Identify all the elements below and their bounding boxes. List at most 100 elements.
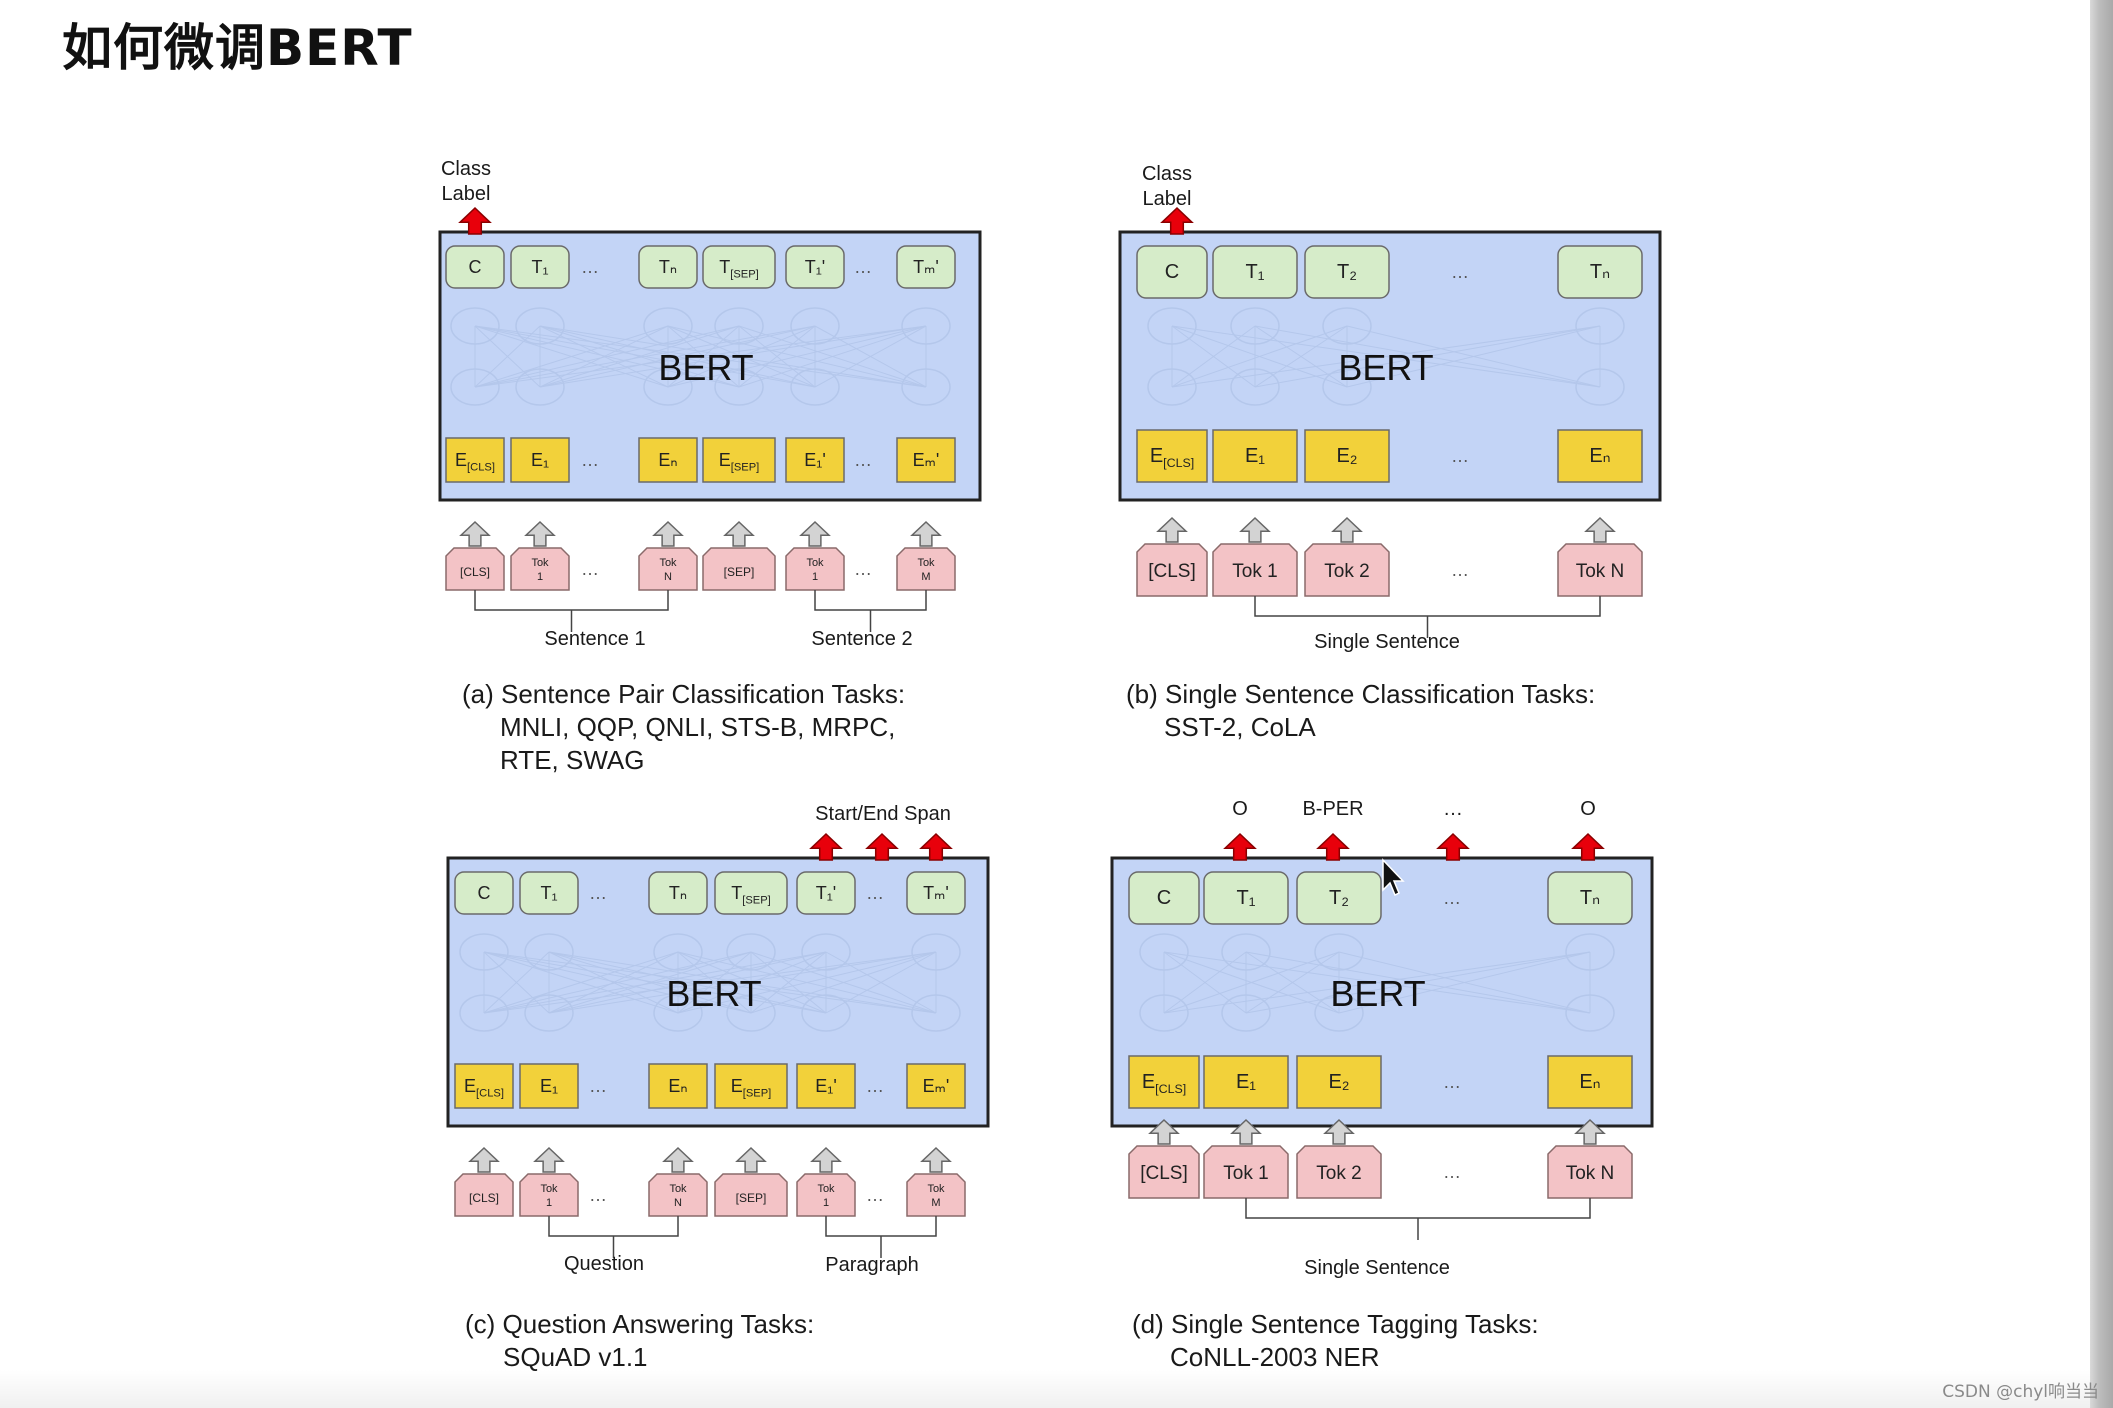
mouse-cursor-icon [1382, 858, 1405, 897]
attention-line [474, 325, 669, 388]
attention-line [539, 325, 669, 388]
bert-label: BERT [1330, 973, 1425, 1014]
attention-line [1163, 951, 1247, 1014]
tag-label: B-PER [1302, 798, 1363, 820]
embedding-token [785, 437, 845, 483]
output-token [1136, 245, 1208, 299]
input-token-label: Tok [817, 1183, 835, 1195]
attention-line [539, 325, 669, 388]
output-token [1304, 245, 1390, 299]
input-arrow-icon [735, 1146, 767, 1173]
input-arrow-icon [1323, 1118, 1355, 1145]
hidden-node [911, 994, 961, 1032]
input-token [510, 547, 570, 591]
attention-line [474, 325, 541, 388]
input-token [1128, 1145, 1200, 1199]
hidden-node [801, 994, 851, 1032]
attention-line [1245, 951, 1591, 1014]
input-token [702, 547, 776, 591]
embedding-token [445, 437, 505, 483]
output-token [1203, 871, 1289, 925]
output-token [638, 245, 698, 289]
hidden-node [524, 994, 574, 1032]
group-bracket [814, 590, 927, 611]
caption-detail: CoNLL-2003 NER [1170, 1342, 1380, 1372]
attention-line [548, 951, 937, 1014]
hidden-node [1314, 933, 1364, 971]
embedding-token [1557, 429, 1643, 483]
input-token-label: Tok 1 [1223, 1163, 1268, 1184]
bottom-fade [0, 1370, 2090, 1408]
attention-line [539, 325, 927, 388]
hidden-node [901, 368, 951, 406]
group-label: Single Sentence [1314, 631, 1460, 653]
output-token-label: T₁ [1237, 887, 1256, 909]
output-token [906, 871, 966, 915]
embedding-token [1128, 1055, 1200, 1109]
output-arrow-icon [1571, 832, 1605, 861]
input-token [1296, 1145, 1382, 1199]
attention-line [677, 951, 937, 1014]
hidden-layers [1139, 933, 1615, 1032]
embedding-token-label: Eₘ' [923, 1076, 950, 1096]
input-arrow-icon [1156, 516, 1188, 543]
attention-line [483, 951, 937, 1014]
attention-line [474, 325, 816, 388]
output-token-label: C [478, 883, 491, 903]
attention-line [750, 951, 937, 1014]
hidden-layers [450, 307, 951, 406]
input-arrow-icon [459, 520, 491, 547]
attention-line [483, 951, 827, 1014]
attention-line [667, 325, 927, 388]
output-token-label: T[SEP] [731, 883, 771, 907]
output-token [714, 871, 788, 915]
hidden-node [1575, 368, 1625, 406]
attention-line [1254, 325, 1348, 388]
input-arrow-icon [1230, 1118, 1262, 1145]
ellipsis: … [589, 1185, 607, 1205]
output-arrow-icon [1160, 206, 1194, 235]
attention-line [1245, 951, 1591, 1014]
input-token [1304, 543, 1390, 597]
hidden-node [450, 307, 500, 345]
output-token-label: Tₘ' [923, 883, 949, 903]
embedding-token [519, 1063, 579, 1109]
output-arrow-icon [809, 832, 843, 861]
hidden-node [714, 307, 764, 345]
output-token-label: C [1157, 887, 1171, 909]
attention-line [814, 325, 927, 388]
bert-label: BERT [666, 973, 761, 1014]
input-arrow-icon [1584, 516, 1616, 543]
hidden-node [1139, 933, 1189, 971]
group-label: Sentence 1 [544, 628, 645, 650]
output-token-label: T₁' [805, 257, 826, 277]
attention-line [474, 325, 927, 388]
attention-line [539, 325, 740, 388]
output-token-label: T₁ [531, 257, 548, 277]
input-token [714, 1173, 788, 1217]
ellipsis: … [854, 450, 872, 470]
hidden-node [643, 368, 693, 406]
input-token-label: [CLS] [1140, 1163, 1188, 1184]
group-label: Single Sentence [1304, 1257, 1450, 1279]
input-token [1212, 543, 1298, 597]
embedding-token-label: Eₙ [1579, 1071, 1600, 1093]
attention-line [738, 325, 816, 388]
task-output-label: Label [442, 183, 491, 205]
input-token-label: Tok [806, 557, 824, 569]
caption-title: (d) Single Sentence Tagging Tasks: [1132, 1309, 1539, 1339]
ellipsis: … [854, 257, 872, 277]
hidden-node [790, 307, 840, 345]
input-token-label: [CLS] [1148, 561, 1196, 582]
output-token-label: C [469, 257, 482, 277]
attention-line [750, 951, 827, 1014]
output-token-label: T₁ [1246, 261, 1265, 283]
embedding-token [714, 1063, 788, 1109]
ellipsis: … [589, 1076, 607, 1096]
output-token-label: Tₙ [669, 883, 687, 903]
embedding-token [454, 1063, 514, 1109]
embedding-token-label: E₂ [1336, 445, 1357, 467]
